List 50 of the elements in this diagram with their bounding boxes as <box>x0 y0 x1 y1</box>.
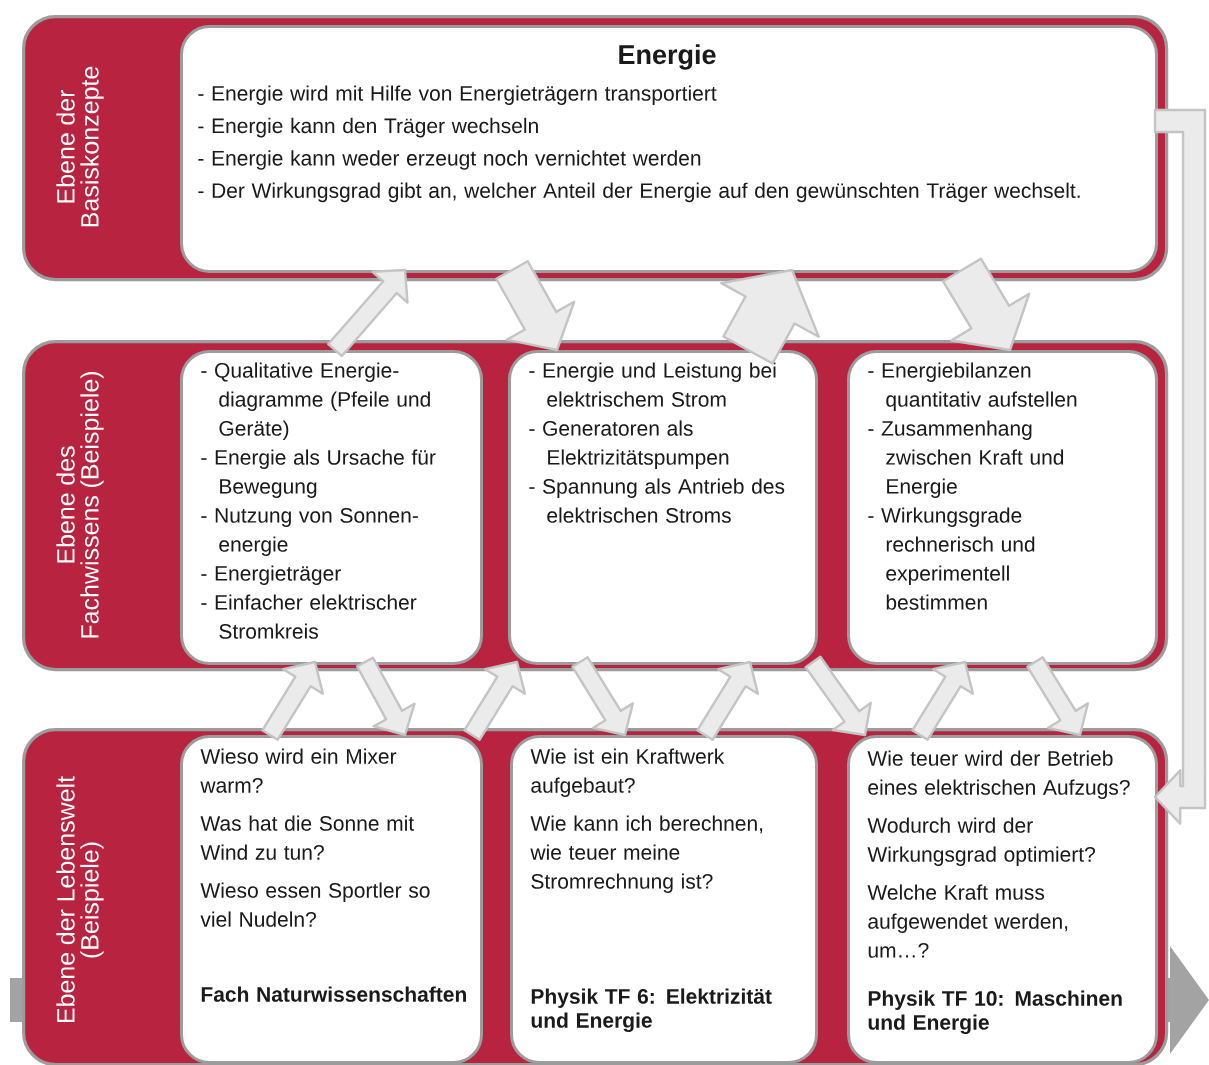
list-item: - Energiebilanzen quantitativ aufstellen <box>868 362 1077 411</box>
block-arrow <box>571 656 635 737</box>
block-arrow <box>804 655 872 737</box>
question-text: Wieso wird ein Mixer warm? <box>200 748 397 793</box>
block-arrow <box>911 660 975 741</box>
block-arrow <box>1153 108 1207 825</box>
block-arrow <box>495 260 576 352</box>
list-item: - Nutzung von Sonnen-energie <box>201 507 418 556</box>
band-label: Ebene des Fachwissens (Beispiele) <box>56 372 104 638</box>
question-text: Was hat die Sonne mit Wind zu tun? <box>200 815 414 860</box>
list-item: - Spannung als Antrieb des elektrischen Stroms <box>529 478 785 523</box>
list-item: - Energie als Ursache für Bewegung <box>201 449 436 498</box>
subject-label: Fach Naturwissenschaften <box>201 986 466 1002</box>
list-item: - Generatoren als Elektrizitätspumpen <box>529 420 729 469</box>
block-arrow <box>463 660 527 741</box>
text-card <box>180 25 1158 273</box>
band-label: Ebene der Lebenswelt (Beispiele) <box>56 776 104 1023</box>
heading: Energie <box>619 44 716 70</box>
block-arrow <box>261 660 325 741</box>
block-arrow <box>1026 656 1090 737</box>
list-item: - Energie kann den Träger wechseln <box>198 117 538 138</box>
subject-label: Physik TF 10: Maschinen und Energie <box>868 990 1122 1035</box>
block-arrow <box>327 268 409 358</box>
block-arrow <box>696 660 760 741</box>
list-item: - Qualitative Energie-diagramme (Pfeile und Geräte) <box>201 362 430 440</box>
list-item: - Energieträger <box>201 565 341 585</box>
list-item: - Energie kann weder erzeugt noch vernichtet werden <box>198 150 701 170</box>
subject-label: Physik TF 6: Elektrizität und Energie <box>531 988 772 1033</box>
text-card <box>847 350 1158 665</box>
block-arrow <box>941 257 1031 352</box>
list-item: - Energie wird mit Hilfe von Energieträgern transportiert <box>198 85 717 105</box>
question-text: Welche Kraft muss aufgewendet werden, um…? <box>867 884 1068 958</box>
question-text: Wie kann ich berechnen, wie teuer meine Stromrechnung ist? <box>530 815 763 893</box>
band-label: Ebene der Basiskonzepte <box>56 66 104 227</box>
list-item: - Zusammenhang zwischen Kraft und Energie <box>868 420 1064 498</box>
list-item: - Einfacher elektrischer Stromkreis <box>201 594 417 639</box>
question-text: Wieso essen Sportler so viel Nudeln? <box>200 882 430 927</box>
text-card <box>847 735 1158 1064</box>
question-text: Wodurch wird der Wirkungsgrad optimiert? <box>867 817 1095 866</box>
block-arrow <box>720 268 820 365</box>
list-item: - Der Wirkungsgrad gibt an, welcher Anteil der Energie auf den gewünschten Träger wechselt. <box>198 182 1080 203</box>
list-item: - Energie und Leistung bei elektrischem Strom <box>529 362 776 407</box>
question-text: Wie teuer wird der Betrieb eines elektrischen Aufzugs? <box>867 750 1130 799</box>
text-card <box>180 350 483 665</box>
text-card <box>510 735 818 1064</box>
question-text: Wie ist ein Kraftwerk aufgebaut? <box>530 748 725 797</box>
list-item: - Wirkungsgrade rechnerisch und experimentell bestimmen <box>868 507 1035 610</box>
text-card <box>180 735 483 1064</box>
text-card <box>508 350 818 665</box>
block-arrow <box>355 656 416 737</box>
